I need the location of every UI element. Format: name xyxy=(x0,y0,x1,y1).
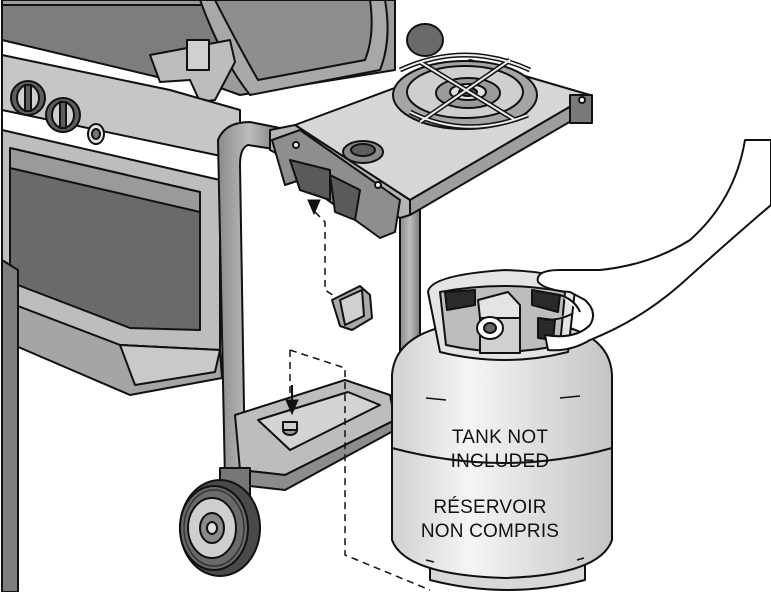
tank-label-english-line1: TANK NOT xyxy=(451,427,549,448)
side-burner-shelf xyxy=(269,23,593,239)
tank-clip-part xyxy=(331,285,373,331)
tank-label-french: RÉSERVOIR NON COMPRIS xyxy=(390,496,590,544)
hand-illustration xyxy=(536,139,771,352)
tank-label-french-line1: RÉSERVOIR xyxy=(433,497,547,518)
control-knob-2 xyxy=(45,97,81,133)
cart-wheel xyxy=(179,479,261,577)
grill-body xyxy=(1,0,396,592)
igniter-button xyxy=(87,123,105,145)
tank-label-english-line2: INCLUDED xyxy=(450,451,550,472)
tank-label-french-line2: NON COMPRIS xyxy=(420,521,560,542)
tank-label-english: TANK NOT INCLUDED xyxy=(400,426,600,474)
cart-frame xyxy=(217,121,421,509)
control-knob-1 xyxy=(10,80,46,116)
assembly-arrows xyxy=(285,199,321,416)
propane-tank xyxy=(391,269,613,591)
assembly-guide-lines xyxy=(289,211,431,591)
